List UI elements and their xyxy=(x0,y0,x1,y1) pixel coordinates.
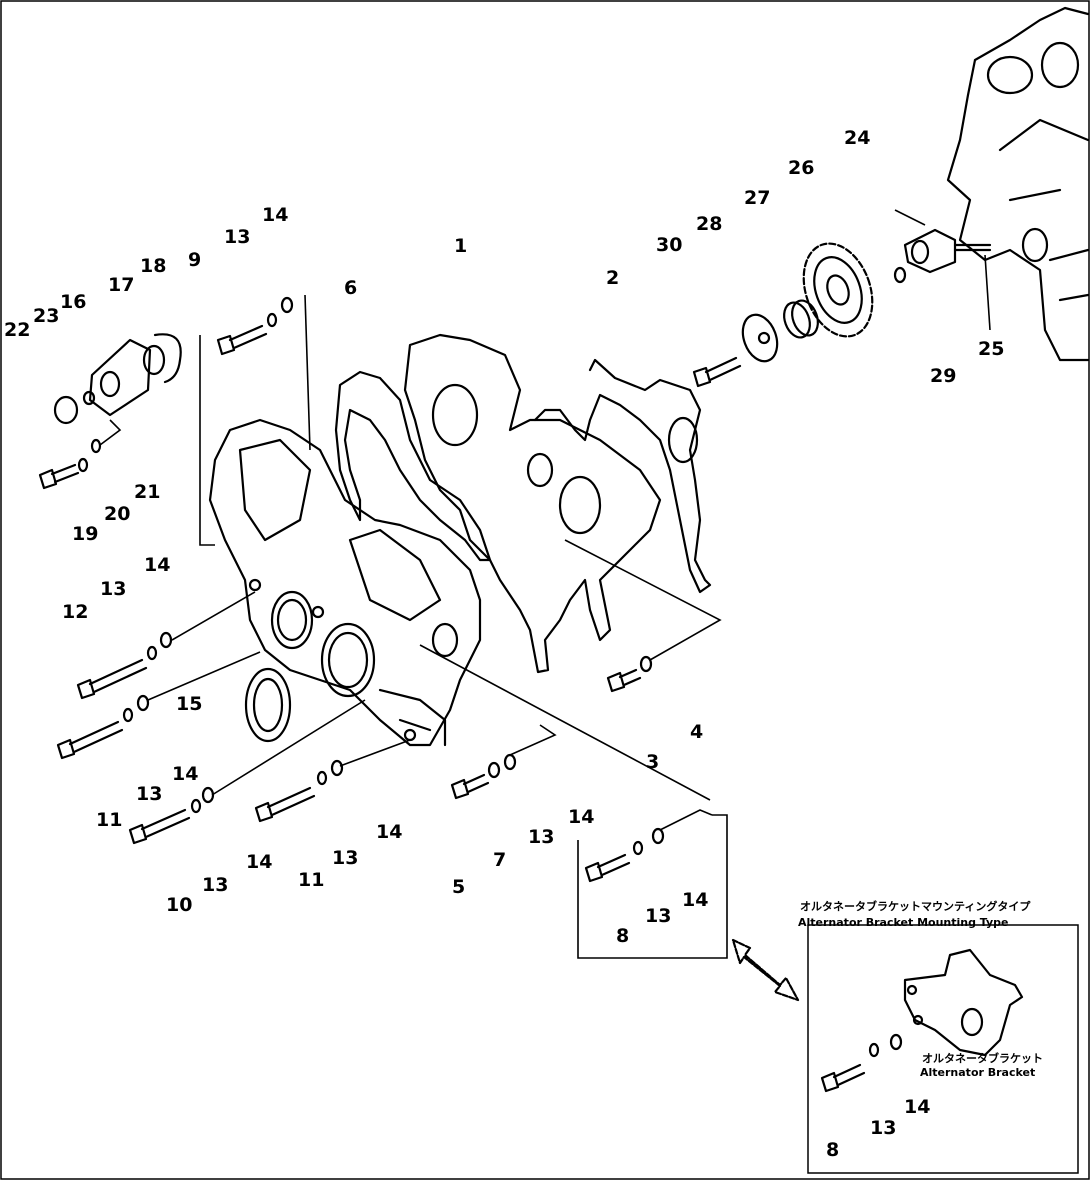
callout-13-bottom: 13 xyxy=(202,874,228,896)
callout-14-inset: 14 xyxy=(904,1096,930,1118)
inset-type-jp: オルタネータブラケットマウンティングタイプ xyxy=(800,899,1031,913)
callout-21: 21 xyxy=(134,481,160,503)
callout-5: 5 xyxy=(452,876,465,898)
bushing-27 xyxy=(783,299,819,339)
callout-19: 19 xyxy=(72,523,98,545)
callout-13-mid: 13 xyxy=(100,578,126,600)
callout-14-left: 14 xyxy=(172,763,198,785)
bolt-12 xyxy=(76,631,173,700)
front-plate-1-bore-2 xyxy=(558,475,602,535)
callout-14-center: 14 xyxy=(376,821,402,843)
front-plate-1-hole xyxy=(526,452,554,488)
callout-11-center: 11 xyxy=(298,869,324,891)
callout-26: 26 xyxy=(788,157,814,179)
callout-22: 22 xyxy=(4,319,30,341)
callout-8: 8 xyxy=(616,925,629,947)
snap-ring-18 xyxy=(153,333,182,384)
gasket-6 xyxy=(334,370,492,562)
inset-box xyxy=(807,924,1079,1174)
callout-7: 7 xyxy=(493,849,506,871)
leader-lines xyxy=(99,209,991,959)
callout-10: 10 xyxy=(166,894,192,916)
callout-11-left: 11 xyxy=(96,809,122,831)
callout-24: 24 xyxy=(844,127,870,149)
cover-16 xyxy=(88,338,152,417)
bolt-3 xyxy=(606,655,653,693)
callout-15: 15 xyxy=(176,693,202,715)
callout-6: 6 xyxy=(344,277,357,299)
oil-seal-15 xyxy=(244,667,292,743)
callout-labels: 1 2 3 4 5 6 7 8 9 10 11 11 12 13 13 13 1… xyxy=(4,127,1004,1161)
gear-26 xyxy=(802,242,874,338)
callout-14-top: 14 xyxy=(262,204,288,226)
inset-bracket-en: Alternator Bracket xyxy=(920,1066,1035,1079)
pin-29 xyxy=(893,266,907,284)
washer-23 xyxy=(82,390,96,406)
cap-22 xyxy=(53,395,79,425)
callout-14-right: 14 xyxy=(568,806,594,828)
front-plate-1-bore xyxy=(431,383,479,447)
callout-1: 1 xyxy=(454,235,467,257)
callout-2: 2 xyxy=(606,267,619,289)
callout-23: 23 xyxy=(33,305,59,327)
callout-30: 30 xyxy=(656,234,682,256)
bolt-11-center xyxy=(254,759,344,823)
callout-13-lower: 13 xyxy=(645,905,671,927)
callout-14-mid: 14 xyxy=(144,554,170,576)
callout-13-left: 13 xyxy=(136,783,162,805)
callout-18: 18 xyxy=(140,255,166,277)
bolt-9 xyxy=(216,296,294,356)
callout-3: 3 xyxy=(646,751,659,773)
gear-case-5 xyxy=(208,418,482,747)
gasket-2-hole xyxy=(667,416,699,464)
bolt-30 xyxy=(692,356,742,388)
bolt-11-left xyxy=(56,694,150,760)
callout-4: 4 xyxy=(690,721,703,743)
callout-13-inset: 13 xyxy=(870,1117,896,1139)
callout-20: 20 xyxy=(104,503,130,525)
bolt-8-main xyxy=(584,827,665,883)
callout-28: 28 xyxy=(696,213,722,235)
bolt-19 xyxy=(38,438,102,490)
callout-16: 16 xyxy=(60,291,86,313)
idler-shaft-24 xyxy=(903,228,992,274)
callout-25: 25 xyxy=(978,338,1004,360)
engine-block xyxy=(946,6,1090,362)
callout-29: 29 xyxy=(930,365,956,387)
callout-13-right: 13 xyxy=(528,826,554,848)
callout-8-inset: 8 xyxy=(826,1139,839,1161)
callout-17: 17 xyxy=(108,274,134,296)
callout-27: 27 xyxy=(744,187,770,209)
alternator-bracket xyxy=(903,948,1024,1057)
bolt-7 xyxy=(450,753,517,800)
inset-type-en: Alternator Bracket Mounting Type xyxy=(798,916,1009,929)
inset-bracket-jp: オルタネータブラケット xyxy=(922,1051,1043,1065)
front-plate-1 xyxy=(403,333,662,674)
callout-13-center: 13 xyxy=(332,847,358,869)
double-arrow xyxy=(731,938,800,1002)
bolt-8-inset xyxy=(820,1033,903,1093)
callout-14-bottom: 14 xyxy=(246,851,272,873)
callout-12: 12 xyxy=(62,601,88,623)
callout-14-lower: 14 xyxy=(682,889,708,911)
thrust-plate-28 xyxy=(741,313,779,363)
callout-9: 9 xyxy=(188,249,201,271)
bearing-17 xyxy=(142,344,166,376)
callout-13-top: 13 xyxy=(224,226,250,248)
